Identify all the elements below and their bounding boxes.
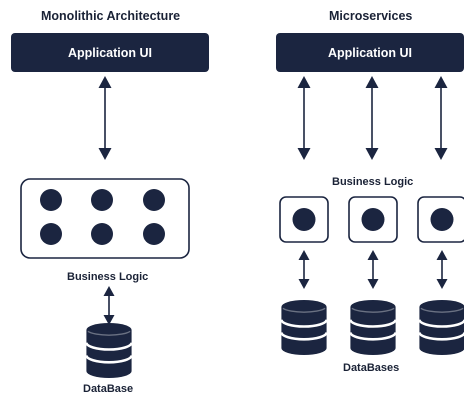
microservice-box-2 — [348, 196, 398, 243]
microservices-ui-logic-arrow-1 — [297, 76, 311, 160]
monolithic-database-label: DataBase — [83, 383, 134, 395]
microservices-database-icon-1 — [281, 300, 327, 355]
monolithic-logic-db-arrow — [103, 286, 115, 325]
microservice-box-1 — [279, 196, 329, 243]
monolithic-title: Monolithic Architecture — [41, 9, 181, 23]
microservices-application-ui-box: Application UI — [276, 33, 464, 72]
microservices-business-logic-label: Business Logic — [332, 176, 414, 188]
microservices-logic-db-arrow-1 — [298, 250, 310, 289]
microservices-application-ui-label: Application UI — [327, 45, 413, 60]
microservices-ui-logic-arrow-3 — [434, 76, 448, 160]
microservices-ui-logic-arrow-2 — [365, 76, 379, 160]
microservices-logic-db-arrow-3 — [436, 250, 448, 289]
microservices-title: Microservices — [329, 9, 413, 23]
monolithic-application-ui-box: Application UI — [11, 33, 209, 72]
microservices-database-icon-2 — [350, 300, 396, 355]
microservice-box-3 — [417, 196, 464, 243]
monolithic-application-ui-label: Application UI — [67, 45, 153, 60]
microservices-logic-db-arrow-2 — [367, 250, 379, 289]
monolithic-database-icon — [86, 323, 132, 378]
monolithic-business-logic-box — [20, 178, 190, 259]
microservices-database-icon-3 — [419, 300, 464, 355]
microservices-databases-label: DataBases — [343, 362, 400, 374]
service-dots — [40, 189, 165, 245]
monolithic-business-logic-label: Business Logic — [67, 271, 149, 283]
monolithic-ui-logic-arrow — [98, 76, 112, 160]
